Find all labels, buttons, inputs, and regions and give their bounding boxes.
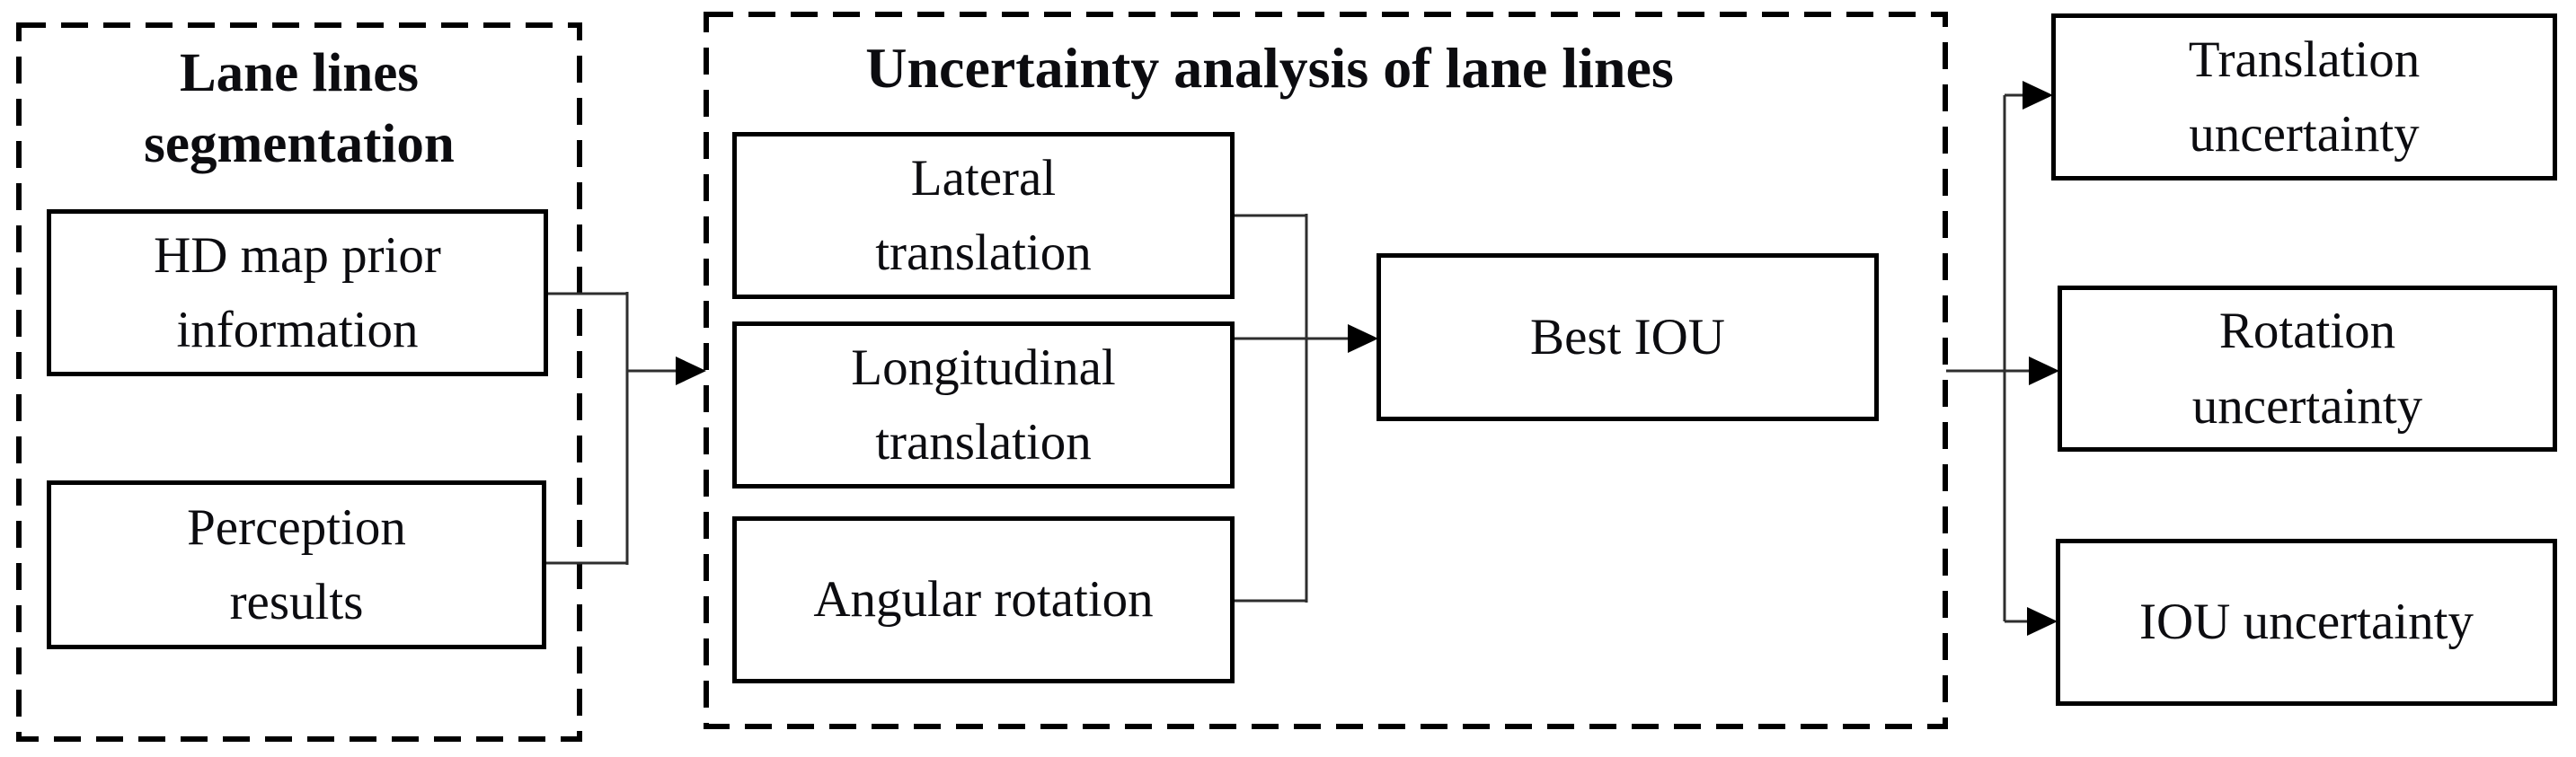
right-fanout-connector xyxy=(1946,93,2031,623)
hd-map-prior-information-label: HD map prior information xyxy=(154,226,441,358)
middle-panel-title: Uncertainty analysis of lane lines xyxy=(865,36,1674,100)
rotation-uncertainty-label: Rotation uncertainty xyxy=(2191,303,2423,435)
middle-merge-connector xyxy=(1232,214,1350,603)
arrowhead-into-rotation-uncertainty xyxy=(2029,356,2059,385)
box-hd-map-prior-information: HD map prior information xyxy=(47,209,548,376)
lateral-translation-label: Lateral translation xyxy=(875,149,1092,281)
longitudinal-translation-label: Longitudinal translation xyxy=(851,339,1116,471)
left-dashed-panel-border xyxy=(16,22,582,742)
left-panel-title: Lane lines segmentation xyxy=(144,43,455,175)
box-best-iou: Best IOU xyxy=(1377,253,1879,421)
left-merge-connector xyxy=(544,292,679,565)
angular-rotation-label: Angular rotation xyxy=(813,571,1154,629)
box-angular-rotation: Angular rotation xyxy=(732,516,1235,683)
best-iou-label: Best IOU xyxy=(1530,308,1725,365)
box-longitudinal-translation: Longitudinal translation xyxy=(732,321,1235,489)
iou-uncertainty-label: IOU uncertainty xyxy=(2139,594,2474,651)
box-lateral-translation: Lateral translation xyxy=(732,132,1235,299)
arrowhead-into-translation-uncertainty xyxy=(2023,81,2053,110)
translation-uncertainty-label: Translation uncertainty xyxy=(2188,31,2421,163)
arrowhead-into-best-iou xyxy=(1348,324,1378,353)
box-iou-uncertainty: IOU uncertainty xyxy=(2056,539,2557,706)
box-rotation-uncertainty: Rotation uncertainty xyxy=(2058,286,2557,452)
box-translation-uncertainty: Translation uncertainty xyxy=(2051,13,2557,180)
arrowhead-into-middle-panel xyxy=(676,356,706,385)
box-perception-results: Perception results xyxy=(47,480,546,649)
arrowhead-into-iou-uncertainty xyxy=(2027,607,2058,636)
perception-results-label: Perception results xyxy=(187,498,406,630)
